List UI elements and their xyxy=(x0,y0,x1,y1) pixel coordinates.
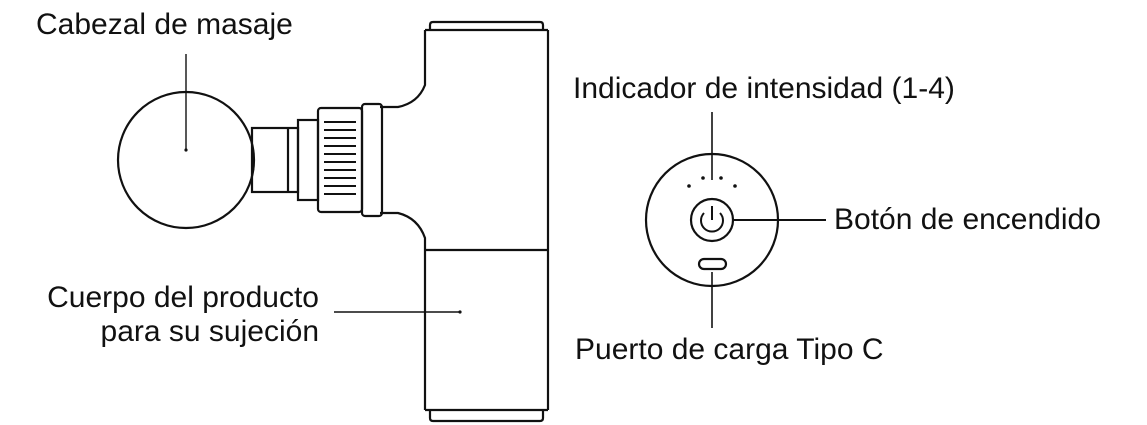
head-collar xyxy=(296,118,320,202)
massage-gun xyxy=(116,20,550,423)
bottom-cap xyxy=(425,408,548,423)
label-body-line2: para su sujeción xyxy=(100,315,319,348)
top-cap xyxy=(428,20,545,30)
label-body-line1: Cuerpo del producto xyxy=(47,281,319,314)
head-stem xyxy=(250,126,300,194)
intensity-dots xyxy=(687,176,737,188)
knurled-coupling xyxy=(316,106,364,214)
knurl-lines xyxy=(324,121,356,195)
label-charging-port: Puerto de carga Tipo C xyxy=(575,333,884,366)
label-power-button: Botón de encendido xyxy=(834,203,1101,236)
label-massage-head: Cabezal de masaje xyxy=(36,8,293,41)
label-intensity-indicator: Indicador de intensidad (1-4) xyxy=(573,72,955,105)
gun-body-outline xyxy=(380,30,550,410)
coupling-ring xyxy=(360,102,384,218)
usb-c-port-icon xyxy=(697,257,728,271)
power-icon[interactable] xyxy=(689,197,735,243)
